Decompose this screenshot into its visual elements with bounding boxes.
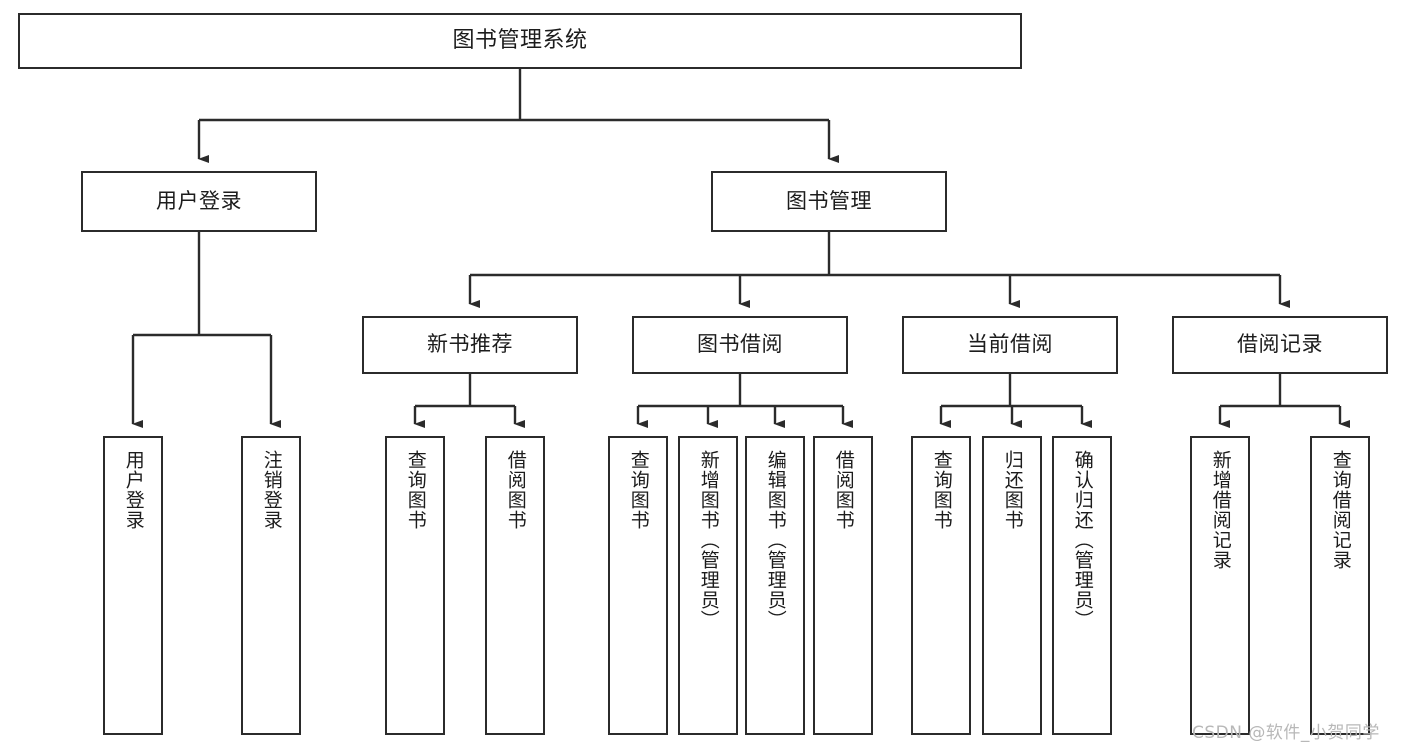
node-leaf-7[interactable]: 借阅图书 bbox=[813, 436, 873, 735]
node-level3-0[interactable]: 新书推荐 bbox=[362, 316, 578, 374]
node-leaf-10[interactable]: 确认归还（管理员） bbox=[1052, 436, 1112, 735]
node-label: 借阅图书 bbox=[832, 450, 855, 530]
node-label: 用户登录 bbox=[156, 188, 242, 213]
node-label: 确认归还（管理员） bbox=[1071, 450, 1094, 630]
node-leaf-0[interactable]: 用户登录 bbox=[103, 436, 163, 735]
node-level3-1[interactable]: 图书借阅 bbox=[632, 316, 848, 374]
node-label: 注销登录 bbox=[260, 450, 283, 530]
node-label: 图书管理系统 bbox=[452, 27, 588, 53]
node-root[interactable]: 图书管理系统 bbox=[18, 13, 1022, 69]
node-label: 编辑图书（管理员） bbox=[764, 450, 787, 630]
node-label: 查询图书 bbox=[627, 450, 650, 530]
node-label: 借阅图书 bbox=[504, 450, 527, 530]
node-leaf-9[interactable]: 归还图书 bbox=[982, 436, 1042, 735]
node-level2-1[interactable]: 图书管理 bbox=[711, 171, 947, 232]
node-leaf-12[interactable]: 查询借阅记录 bbox=[1310, 436, 1370, 735]
node-leaf-3[interactable]: 借阅图书 bbox=[485, 436, 545, 735]
node-label: 查询图书 bbox=[404, 450, 427, 530]
node-label: 新增图书（管理员） bbox=[697, 450, 720, 630]
node-leaf-5[interactable]: 新增图书（管理员） bbox=[678, 436, 738, 735]
node-leaf-1[interactable]: 注销登录 bbox=[241, 436, 301, 735]
node-label: 借阅记录 bbox=[1237, 332, 1323, 357]
node-leaf-4[interactable]: 查询图书 bbox=[608, 436, 668, 735]
node-label: 归还图书 bbox=[1001, 450, 1024, 530]
node-leaf-11[interactable]: 新增借阅记录 bbox=[1190, 436, 1250, 735]
node-label: 图书管理 bbox=[786, 188, 872, 213]
node-level3-3[interactable]: 借阅记录 bbox=[1172, 316, 1388, 374]
node-leaf-6[interactable]: 编辑图书（管理员） bbox=[745, 436, 805, 735]
node-label: 新书推荐 bbox=[427, 332, 513, 357]
node-leaf-8[interactable]: 查询图书 bbox=[911, 436, 971, 735]
node-label: 新增借阅记录 bbox=[1209, 450, 1232, 570]
node-label: 查询图书 bbox=[930, 450, 953, 530]
node-label: 图书借阅 bbox=[697, 332, 783, 357]
node-label: 当前借阅 bbox=[967, 332, 1053, 357]
node-leaf-2[interactable]: 查询图书 bbox=[385, 436, 445, 735]
node-label: 查询借阅记录 bbox=[1329, 450, 1352, 570]
node-level2-0[interactable]: 用户登录 bbox=[81, 171, 317, 232]
node-level3-2[interactable]: 当前借阅 bbox=[902, 316, 1118, 374]
node-label: 用户登录 bbox=[122, 450, 145, 530]
